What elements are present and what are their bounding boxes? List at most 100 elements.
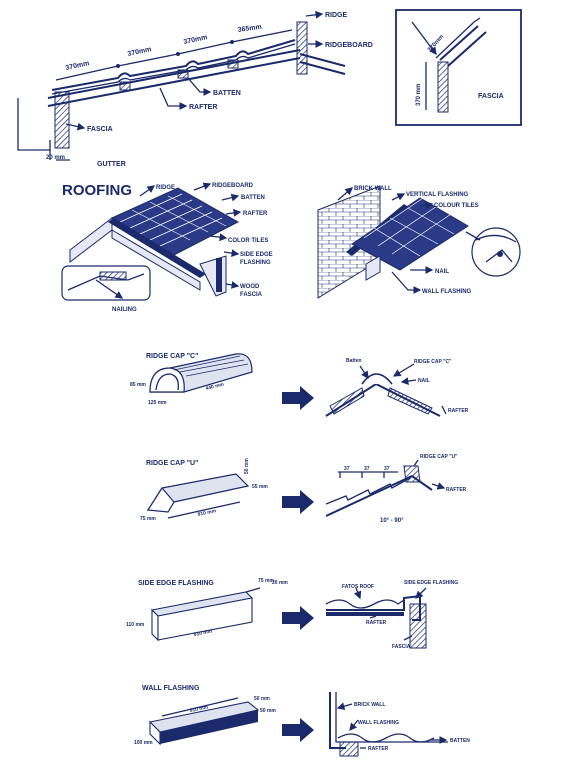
arrow-wall-flashing	[282, 718, 314, 742]
roofing-right-wall-flashing: WALL FLASHING	[422, 289, 472, 295]
ridge-cap-u-side: 55 mm	[252, 484, 268, 490]
ridge-u-rafter: RAFTER	[446, 487, 467, 493]
side-edge-fascia	[409, 603, 427, 649]
wall-flashing-height-dim: 100 mm	[134, 740, 153, 746]
roofing-left-wood-2: FASCIA	[240, 292, 263, 298]
wall-flashing-top-dim: 50 mm	[254, 696, 270, 702]
wall-flashing-wall-line	[329, 692, 346, 749]
dim-tick	[230, 40, 234, 44]
arrow-ridge-cap-u	[282, 490, 314, 514]
roofing-right-vertical-flashing: VERTICAL FLASHING	[406, 192, 469, 198]
label-fascia: FASCIA	[87, 126, 113, 133]
ridge-cap-c-width: 125 mm	[148, 400, 167, 406]
roofing-left-ridgeboard: RIDGEBOARD	[212, 183, 254, 189]
roofing-left-wood-1: WOOD	[240, 284, 260, 290]
dim-line	[55, 29, 293, 81]
side-edge-top-dim: 75 mm	[258, 578, 274, 584]
roofing-left-rafter: RAFTER	[243, 211, 268, 217]
rafter-line	[47, 49, 301, 107]
dim-4: 365mm	[237, 24, 262, 34]
roofing-left-side-edge-1: SIDE EDGE	[240, 252, 273, 258]
side-edge-fatos-roof: FATOS ROOF	[342, 584, 374, 590]
gutter-shape	[17, 98, 51, 151]
dim-tick	[116, 64, 120, 68]
arrow-side-edge	[282, 606, 314, 630]
batten-1	[119, 81, 131, 91]
batten-3	[227, 59, 239, 69]
wall-flashing-brick-wall: BRICK WALL	[354, 702, 385, 708]
wall-flashing-side-dim: 50 mm	[260, 708, 276, 714]
ridge-cap-u-section: RIDGE CAP "U" 50 mm 55 mm 75 mm 910 mm 3…	[140, 454, 467, 524]
roofing-left-ridge: RIDGE	[156, 185, 175, 191]
batten-2	[177, 69, 189, 79]
inset-frame	[395, 9, 522, 126]
side-edge-face	[157, 597, 253, 641]
label-rafter: RAFTER	[189, 104, 217, 111]
ridge-cap-c-title: RIDGE CAP "C"	[146, 353, 198, 360]
roofing-right-brick-wall: BRICK WALL	[354, 186, 392, 192]
label-ridgeboard: RIDGEBOARD	[325, 42, 373, 49]
side-edge-length-dim: 910 mm	[193, 628, 213, 638]
nailing-inset	[61, 265, 151, 301]
colour-tiles	[351, 197, 469, 271]
side-edge-fascia-label: FASCIA	[392, 644, 411, 650]
roofing-right-colour-tiles: COLOUR TILES	[434, 203, 479, 209]
wall-flashing-rafter: RAFTER	[368, 746, 389, 752]
fascia-board	[54, 91, 70, 149]
ridge-u-cap: RIDGE CAP "U"	[420, 454, 458, 460]
dim-1: 370mm	[65, 60, 90, 72]
roofing-left-illustration: RIDGE RIDGEBOARD BATTEN RAFTER COLOR TIL…	[61, 182, 273, 313]
roofing-right-illustration: BRICK WALL VERTICAL FLASHING COLOUR TILE…	[317, 185, 521, 299]
wall-flashing-face	[160, 710, 258, 744]
ridge-cap-u-width: 75 mm	[140, 516, 156, 522]
ridge-cap-c-section: RIDGE CAP "C" 85 mm 125 mm 440 mm Batten…	[130, 353, 469, 417]
wall-flashing-batten: BATTEN	[450, 738, 470, 744]
wall-flashing-section: WALL FLASHING 910 mm 50 mm 50 mm 100 mm …	[134, 685, 470, 757]
roofing-left-side-edge-2: FLASHING	[240, 260, 271, 266]
inset-fascia	[437, 61, 449, 113]
tile-profile-inner	[51, 43, 296, 95]
nail-detail	[471, 227, 521, 277]
wall-flashing-length: 910 mm	[189, 704, 209, 714]
ridge-cap-c-length: 440 mm	[205, 381, 225, 391]
tile-profile	[51, 39, 296, 91]
roofing-left-color-tiles: COLOR TILES	[228, 238, 268, 244]
wall-flashing-rafter-block	[339, 741, 359, 757]
ridge-c-cap: RIDGE CAP "C"	[414, 359, 452, 365]
dim-tick	[176, 52, 180, 56]
ridge-cap-u-title: RIDGE CAP "U"	[146, 460, 198, 467]
roofing-right-nail: NAIL	[435, 269, 449, 275]
ridge-u-spacing-3: 37	[384, 466, 390, 472]
ridge-c-rafter: RAFTER	[448, 408, 469, 414]
inset-rafter	[439, 25, 487, 67]
roofing-left-nailing: NAILING	[112, 307, 137, 313]
side-edge-detail-label: SIDE EDGE FLASHING	[404, 580, 458, 586]
side-edge-flashing-strip	[108, 218, 206, 278]
label-batten: BATTEN	[213, 90, 241, 97]
roof-section-diagram: 370mm 370mm 370mm 365mm RIDGE RIDGEBOARD…	[17, 10, 373, 168]
ridge-c-batten: Batten	[346, 358, 362, 364]
inset-dim-b: 370 mm	[416, 84, 422, 106]
wall-flashing-title: WALL FLASHING	[142, 685, 200, 692]
side-edge-height-dim: 110 mm	[126, 622, 145, 628]
ridge-c-nail: NAIL	[418, 378, 430, 384]
ridge-u-spacing-1: 37	[344, 466, 350, 472]
label-20mm: 20 mm	[46, 155, 65, 161]
dim-2: 370mm	[127, 46, 152, 58]
side-edge-top2-dim: 20 mm	[272, 580, 288, 586]
inset-fascia-label: FASCIA	[478, 93, 504, 100]
ridge-cap-c-height: 85 mm	[130, 382, 146, 388]
roofing-title: ROOFING	[62, 182, 132, 199]
ridge-u-angle: 10° - 90°	[380, 518, 404, 524]
roofing-left-batten: BATTEN	[241, 195, 265, 201]
ridge-cap-u-length: 910 mm	[197, 508, 217, 518]
rafter-right	[299, 53, 346, 75]
side-edge-flashing-section: SIDE EDGE FLASHING 75 mm 20 mm 110 mm 91…	[126, 578, 458, 650]
side-edge-title: SIDE EDGE FLASHING	[138, 580, 214, 587]
side-edge-wavy-roof	[325, 599, 405, 609]
side-edge-rafter: RAFTER	[366, 620, 387, 626]
label-ridge: RIDGE	[325, 12, 348, 19]
dim-3: 370mm	[183, 34, 208, 46]
label-gutter: GUTTER	[97, 161, 126, 168]
